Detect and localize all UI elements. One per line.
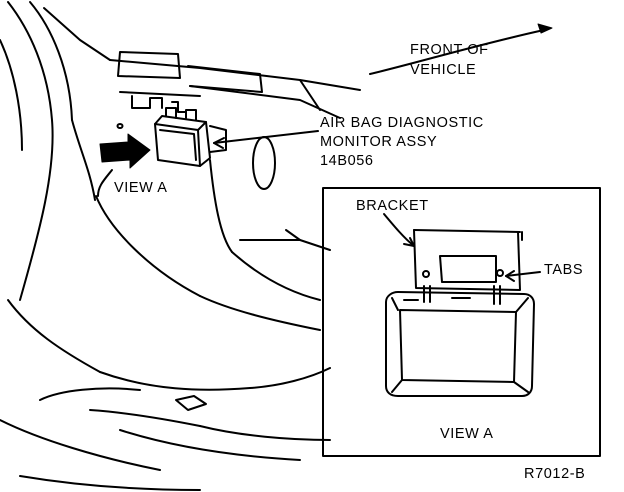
inset-tabs-leader — [505, 271, 541, 277]
view-a-leader — [97, 169, 113, 197]
inset-module — [385, 285, 535, 397]
view-a-inset-frame — [322, 187, 601, 457]
front-of-vehicle-label-line2: VEHICLE — [410, 62, 477, 78]
module-label-line2: MONITOR ASSY — [320, 134, 438, 150]
instrument-panel — [109, 51, 361, 119]
front-arrow — [369, 29, 545, 75]
leader-module-arrowhead — [213, 137, 225, 149]
inset-bracket-leader — [383, 213, 415, 247]
dash-bracket — [131, 95, 187, 113]
figure-code: R7012-B — [524, 466, 586, 482]
kick-panel — [95, 159, 331, 331]
tabs-label: TABS — [544, 262, 584, 278]
view-a-arrow — [99, 133, 151, 169]
trim-hole — [116, 123, 124, 129]
front-of-vehicle-label-line1: FRONT OF — [410, 42, 489, 58]
bracket-label: BRACKET — [356, 198, 429, 214]
inset-bracket-leader-arrowhead — [403, 237, 415, 247]
side-panel-opening — [252, 136, 276, 190]
inset-bracket — [413, 229, 523, 291]
inset-view-a-label: VIEW A — [440, 426, 494, 442]
view-a-label: VIEW A — [114, 180, 168, 196]
a-pillar — [0, 1, 111, 301]
floor-area — [0, 299, 331, 491]
module-label-line3: 14B056 — [320, 153, 374, 169]
diagnostic-module — [154, 107, 227, 167]
inset-tabs-leader-arrowhead — [505, 270, 515, 282]
front-arrowhead — [537, 23, 553, 34]
module-label-line1: AIR BAG DIAGNOSTIC — [320, 115, 484, 131]
